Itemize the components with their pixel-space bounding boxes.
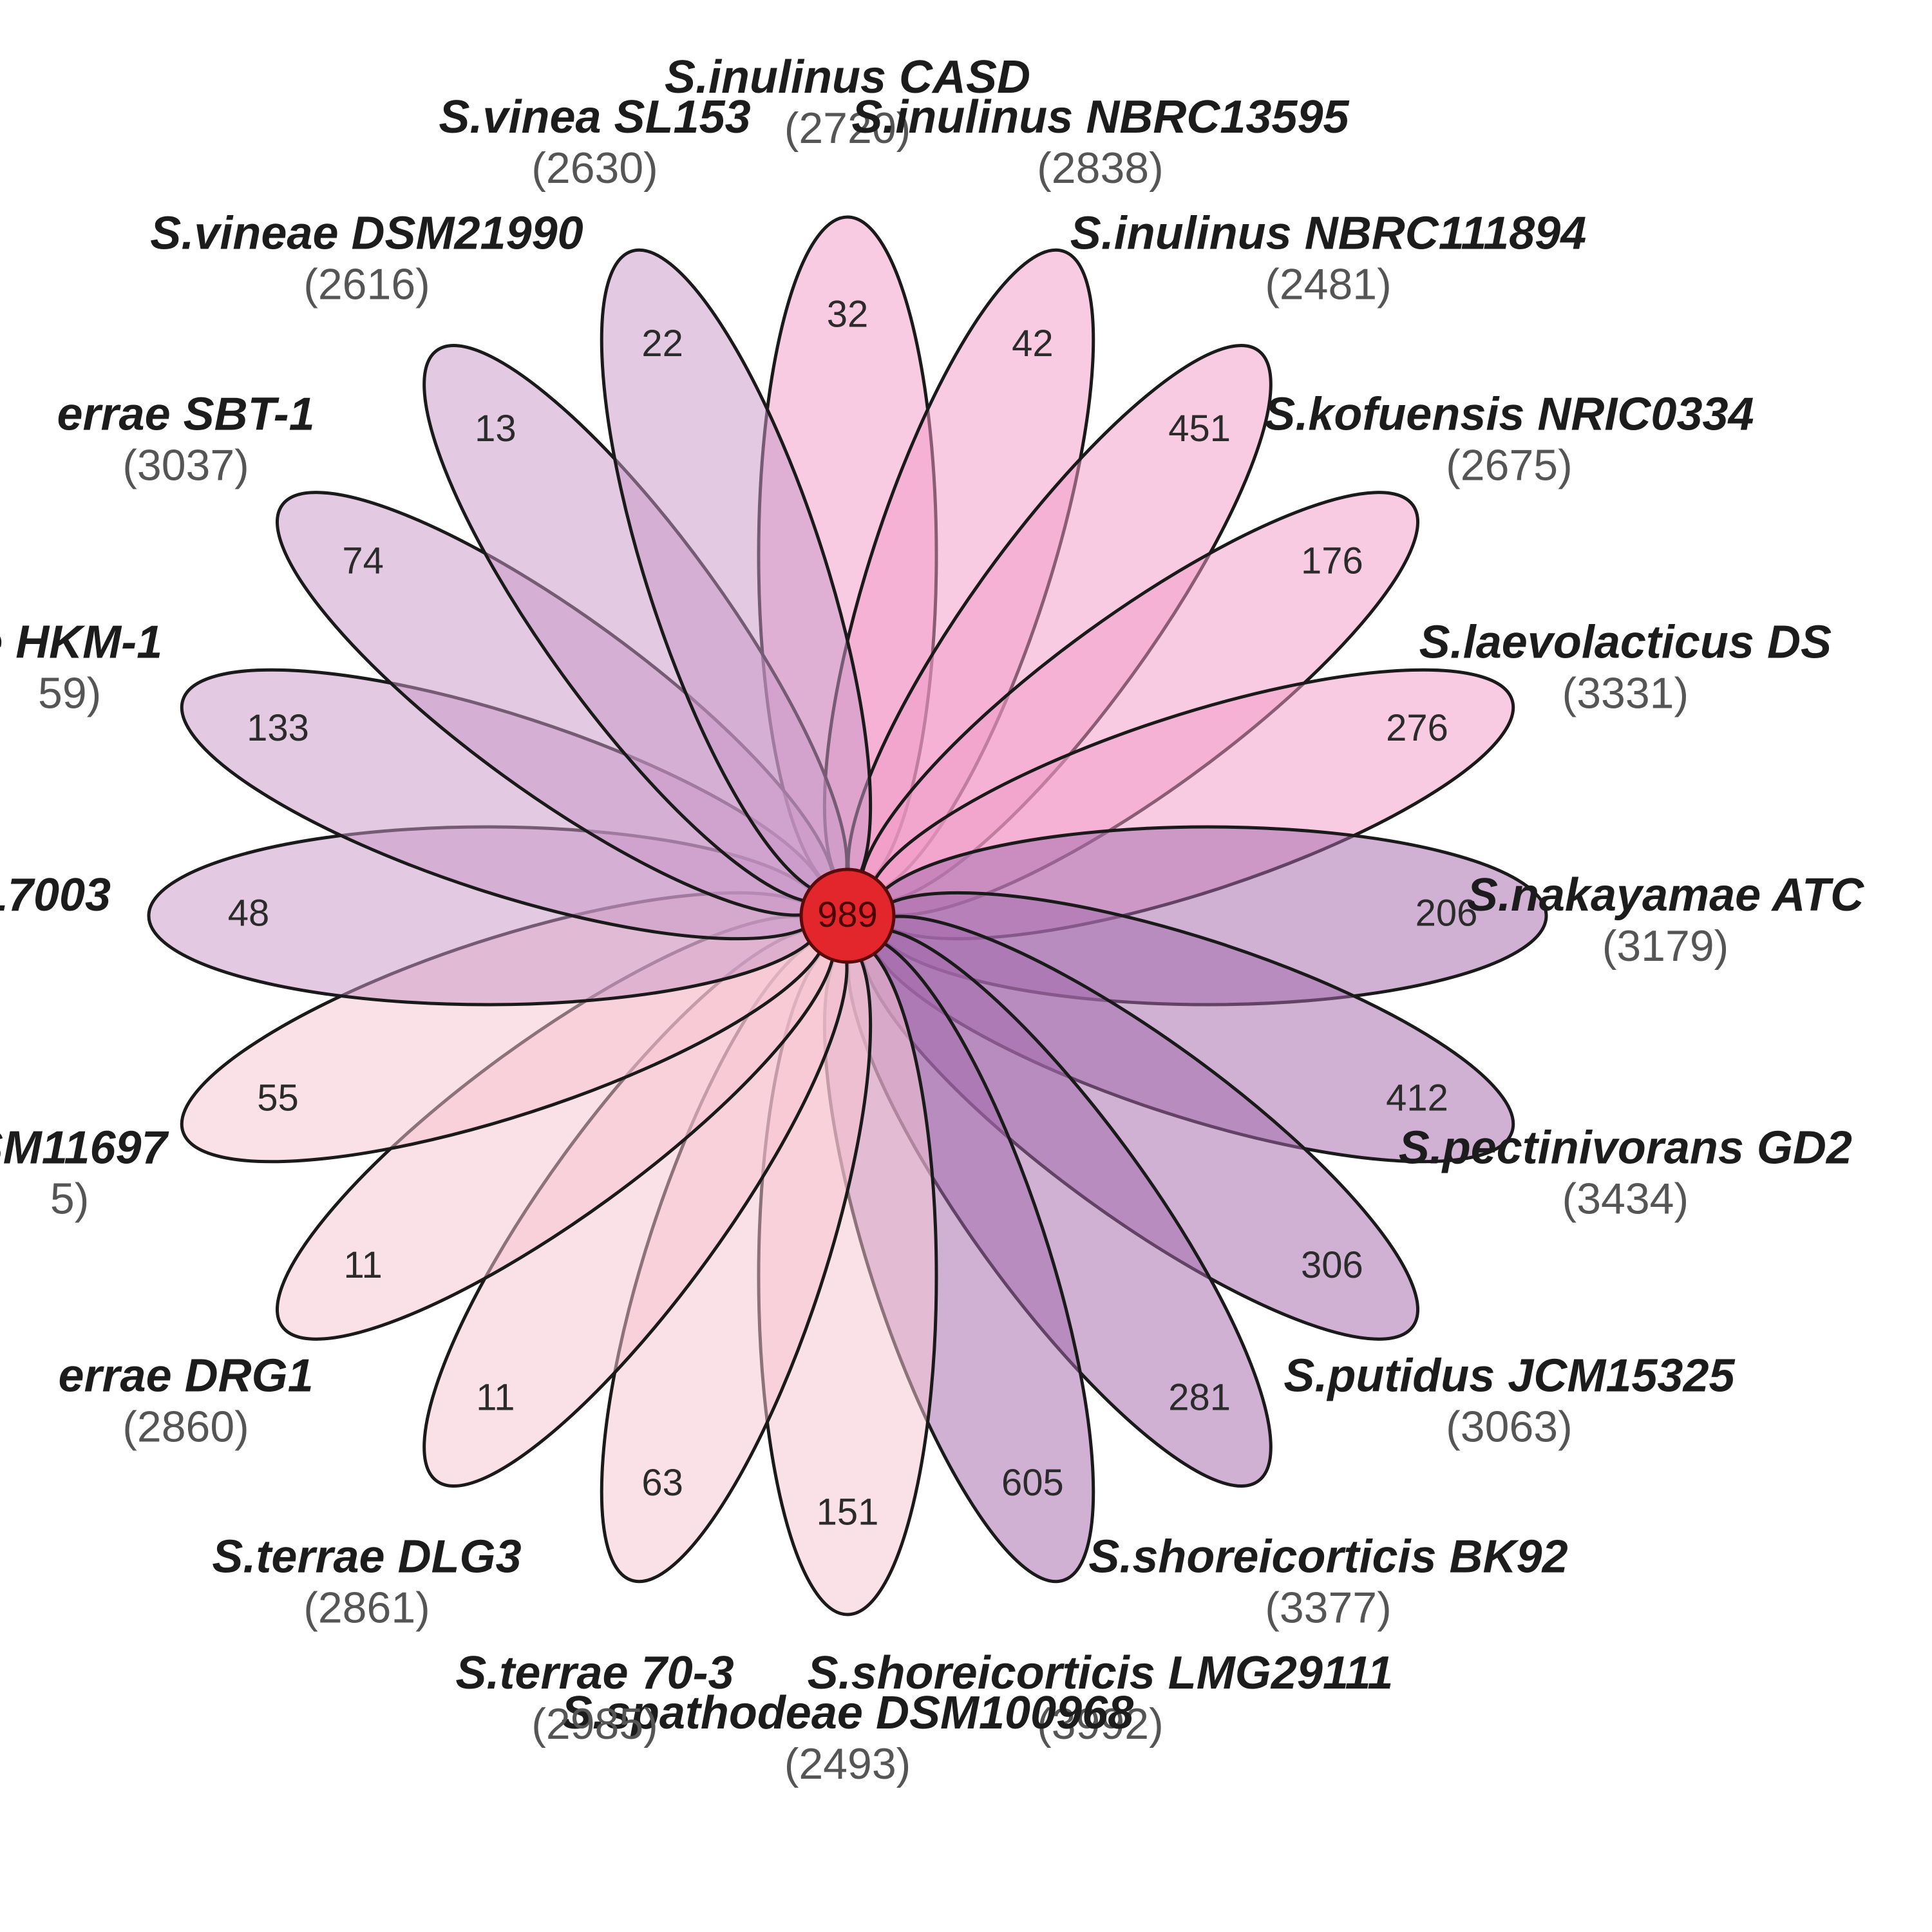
petal-total-count: (3992): [1037, 1700, 1164, 1748]
petal-total-count: (2493): [784, 1739, 911, 1788]
petal-label: EL7003: [0, 869, 111, 921]
petal-total-count: (3037): [122, 441, 249, 490]
petal-total-count: (2720): [784, 104, 911, 153]
petal-total-count: (2481): [1265, 260, 1392, 309]
petal-unique-count: 11: [344, 1244, 383, 1286]
petal-label: S.kofuensis NRIC0334: [1264, 389, 1754, 440]
core-count: 989: [817, 894, 877, 934]
petal-label: errae DRG1: [58, 1350, 313, 1401]
petal-label: SM11697: [0, 1122, 169, 1173]
petal-total-count: (2985): [531, 1700, 658, 1748]
petal-label: S.terrae 70-3: [455, 1647, 734, 1699]
petal-total-count: (3377): [1265, 1583, 1392, 1632]
petal-unique-count: 55: [257, 1077, 299, 1119]
petal-unique-count: 206: [1416, 892, 1478, 934]
petal-total-count: (2861): [303, 1583, 430, 1632]
petal-unique-count: 22: [641, 323, 683, 365]
petal-label: S.shoreicorticis BK92: [1088, 1531, 1567, 1582]
petal-unique-count: 48: [228, 892, 270, 934]
petal-unique-count: 32: [827, 293, 869, 335]
petal-unique-count: 151: [817, 1491, 879, 1533]
petal-label: S.putidus JCM15325: [1283, 1350, 1735, 1401]
petal-label: e HKM-1: [0, 617, 162, 668]
petal-total-count: (2630): [531, 144, 658, 193]
petal-unique-count: 63: [641, 1462, 683, 1504]
petal-label: S.nakayamae ATC: [1467, 869, 1864, 921]
petal-label: S.pectinivorans GD2: [1399, 1122, 1852, 1173]
petal-label: S.vineae DSM21990: [150, 208, 583, 260]
petal-unique-count: 176: [1301, 540, 1363, 582]
petal-label: S.laevolacticus DS: [1419, 617, 1832, 668]
petal-total-count: (2675): [1446, 441, 1573, 490]
labels-layer: S.inulinus CASD(2720)S.inulinus NBRC1359…: [0, 52, 1864, 1788]
petal-unique-count: 74: [342, 540, 384, 582]
core-circle: [799, 867, 896, 964]
petal-unique-count: 133: [247, 707, 309, 749]
petal-unique-count: 42: [1012, 323, 1054, 365]
petal-unique-count: 605: [1001, 1462, 1064, 1504]
petal-label: errae SBT-1: [57, 389, 314, 440]
petal-unique-count: 451: [1168, 408, 1231, 450]
petal-total-count: (2838): [1037, 144, 1164, 193]
petal-unique-count: 412: [1386, 1077, 1448, 1119]
petal-unique-count: 281: [1168, 1377, 1231, 1419]
petal-unique-count: 306: [1301, 1244, 1363, 1286]
petal-total-count: (3063): [1446, 1402, 1573, 1451]
petal-label: S.inulinus CASD: [665, 52, 1030, 103]
petal-unique-count: 11: [476, 1377, 515, 1419]
petal-label: S.shoreicorticis LMG29111: [808, 1647, 1394, 1699]
petal-unique-count: 13: [475, 408, 516, 450]
petal-total-count: 59): [38, 669, 101, 718]
petal-total-count: (3331): [1562, 669, 1689, 718]
petals-layer: 32 42 451 176 276 206 412 306 281 605 151 63 11 11 55 4…: [147, 215, 1548, 1616]
petal-total-count: 5): [50, 1174, 89, 1223]
core-layer: 989: [799, 867, 896, 964]
petal-total-count: (2616): [303, 260, 430, 309]
petal-label: S.vinea SL153: [439, 91, 750, 143]
petal-label: S.inulinus NBRC13595: [851, 91, 1349, 143]
petal-label: S.spathodeae DSM100968: [562, 1687, 1133, 1739]
petal-total-count: (2860): [122, 1402, 249, 1451]
petal-total-count: (3434): [1562, 1174, 1689, 1223]
petal-total-count: (3179): [1602, 922, 1729, 971]
petal-label: S.terrae DLG3: [212, 1531, 521, 1582]
petal-unique-count: 276: [1386, 707, 1448, 749]
petal-label: S.inulinus NBRC111894: [1070, 208, 1587, 260]
petal: 22: [600, 248, 873, 898]
